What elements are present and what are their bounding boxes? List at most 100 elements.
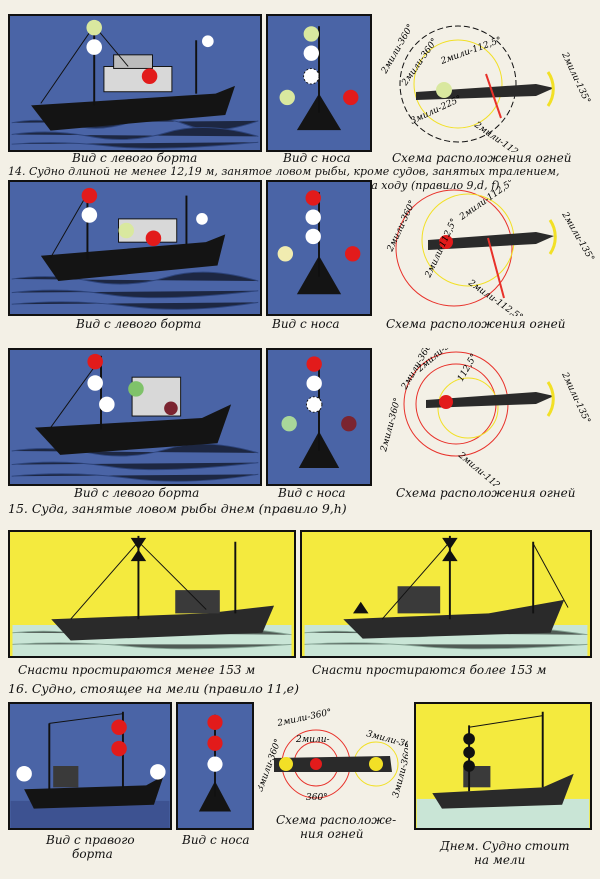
red-light	[341, 416, 357, 432]
fishing-vessel-bow-illustration	[281, 356, 357, 468]
green-light	[128, 381, 144, 397]
fishing-vessel-side-illustration	[11, 353, 259, 482]
vessel-day-shape-illustration	[304, 535, 588, 656]
red-light	[439, 395, 453, 409]
day-shape-cones	[130, 537, 147, 562]
red-light	[111, 719, 127, 735]
fishing-vessel-bow-illustration	[277, 190, 361, 295]
day-shape-panel-less	[8, 530, 296, 658]
day-ball-shape	[463, 746, 475, 759]
caption-gear-less: Снасти простираются менее 153 м	[18, 663, 256, 677]
day-ball-shape	[463, 733, 475, 745]
green-light	[279, 89, 295, 106]
lights-scheme-3: 2мили-360° 2мили-360° 2мили-360° 112,5° …	[376, 348, 596, 486]
white-light	[87, 375, 103, 391]
green-light	[303, 26, 319, 42]
red-light	[343, 89, 359, 106]
trawler-bow-illustration	[279, 26, 359, 131]
white-light	[99, 396, 115, 413]
sector-label: 2мили-360°	[276, 708, 333, 729]
caption-scheme: Схема расположения огней	[396, 486, 576, 500]
caption-bow: Вид с носа	[272, 317, 340, 331]
caption-bow: Вид с носа	[283, 151, 351, 165]
day-ball-shape	[463, 760, 475, 772]
white-light	[86, 39, 102, 55]
lights-scheme-2: 2мили-360° 2мили-112,5° 2мили-112,5° 2ми…	[376, 180, 596, 316]
red-light	[207, 714, 223, 730]
section-title-16: 16. Судно, стоящее на мели (правило 11,е…	[8, 681, 299, 696]
day-shape-cones	[442, 537, 458, 562]
sector-label: 3мили-360°	[365, 729, 408, 753]
white-light	[81, 207, 98, 223]
red-light	[344, 246, 361, 262]
lights-scheme-16: 2мили-360° 2мили- 3мили-360° 3мили-360° …	[258, 702, 408, 812]
green-light	[436, 82, 452, 98]
white-light	[303, 68, 320, 85]
caption-scheme: Схема расположения огней	[392, 151, 572, 165]
caption-bow: Вид с носа	[278, 486, 346, 500]
white-light	[305, 209, 321, 225]
lights-scheme-diagram: 2мили-360° 2мили-360° 2мили-112,5° 2мили…	[379, 23, 591, 152]
day-shape-cone-gear	[353, 601, 369, 614]
sector-label: 2мили-112,5°	[439, 36, 503, 68]
red-light	[141, 68, 158, 84]
sector-label: 2мили-135°	[559, 210, 596, 264]
sector-label: 2мили-112,5°	[471, 120, 530, 152]
grounded-vessel-day-illustration	[416, 711, 590, 828]
caption-side-right-line2: борта	[72, 847, 113, 861]
sector-label: 2мили-360°	[379, 397, 403, 454]
red-light	[306, 356, 322, 372]
green-light	[281, 416, 297, 432]
sector-label: 2мили-112,5°	[465, 278, 524, 316]
side-view-panel-16	[8, 702, 172, 830]
white-light	[306, 375, 322, 392]
green-light	[118, 222, 135, 239]
bow-view-panel-16	[176, 702, 254, 830]
side-view-panel-1	[8, 14, 262, 152]
bow-view-panel-3	[266, 348, 372, 486]
red-light	[145, 230, 162, 247]
red-light	[207, 735, 223, 751]
fishing-vessel-side-illustration	[11, 187, 259, 310]
lights-scheme-diagram: 2мили-360° 2мили-112,5° 2мили-112,5° 2ми…	[385, 180, 596, 316]
red-light	[439, 235, 453, 249]
caption-side-right: Вид с правого	[46, 833, 135, 847]
white-light	[16, 766, 32, 782]
section-title-14-line2: на ходу (правило 9,d, f)	[364, 179, 500, 192]
white-light	[306, 396, 323, 413]
yellow-light	[279, 757, 293, 771]
white-light	[202, 35, 214, 48]
caption-side-left: Вид с левого борта	[74, 486, 200, 500]
yellow-light	[277, 246, 294, 262]
side-view-panel-2	[8, 180, 262, 316]
day-grounded-panel	[414, 702, 592, 830]
sector-label: 360°	[306, 793, 328, 803]
white-light	[207, 756, 223, 772]
caption-scheme: Схема расположе-	[276, 813, 397, 827]
caption-bow: Вид с носа	[182, 833, 250, 847]
day-shape-panel-more	[300, 530, 592, 658]
white-light	[305, 228, 321, 245]
sector-label: 2мили-	[295, 735, 330, 745]
white-light	[303, 45, 319, 61]
grounded-vessel-side-illustration	[10, 711, 170, 828]
caption-day-grounded: Днем. Судно стоит	[440, 839, 570, 853]
grounded-vessel-bow-illustration	[198, 714, 232, 812]
red-light	[111, 740, 127, 757]
bow-view-panel-2	[266, 180, 372, 316]
caption-side-left: Вид с левого борта	[76, 317, 202, 331]
caption-day-grounded-line2: на мели	[474, 853, 526, 867]
caption-scheme-line2: ния огней	[300, 827, 364, 841]
side-view-panel-3	[8, 348, 262, 486]
lights-scheme-diagram: 2мили-360° 2мили- 3мили-360° 3мили-360° …	[258, 708, 408, 803]
red-light	[310, 758, 322, 770]
yellow-light	[369, 757, 383, 771]
red-light	[305, 190, 321, 206]
caption-side-left: Вид с левого борта	[72, 151, 198, 165]
white-light	[150, 764, 166, 780]
sector-label: 2мили-112,5°	[455, 450, 511, 486]
vessel-day-shape-illustration	[12, 535, 292, 656]
trawler-side-illustration	[11, 19, 259, 149]
green-light	[86, 19, 102, 36]
caption-scheme: Схема расположения огней	[386, 317, 566, 331]
